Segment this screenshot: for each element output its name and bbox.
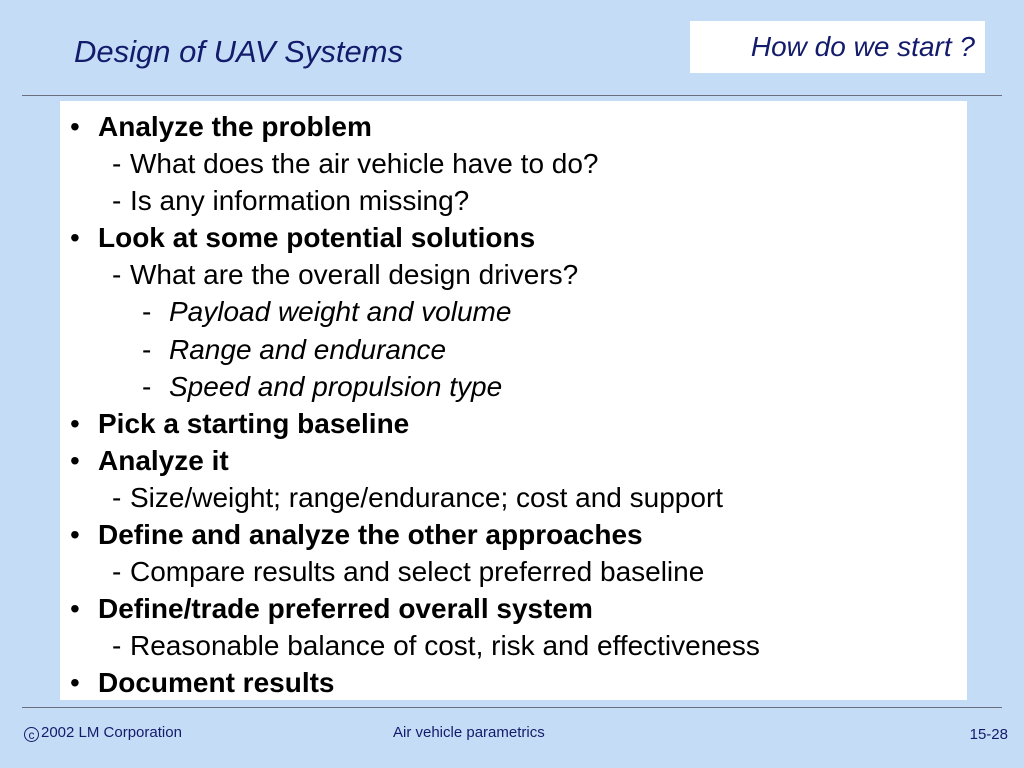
footer-divider — [22, 707, 1002, 708]
bullet-text: What are the overall design drivers? — [130, 259, 579, 291]
bullet-text: Define/trade preferred overall system — [98, 593, 593, 625]
bullet-text: Is any information missing? — [130, 185, 470, 217]
dash-marker: - — [112, 481, 122, 513]
bullet-text: Payload weight and volume — [169, 296, 512, 328]
dash-marker: - — [142, 296, 152, 328]
bullet-item: • Document results — [60, 664, 967, 701]
slide-subtitle: How do we start ? — [750, 31, 975, 62]
bullet-text: Pick a starting baseline — [98, 407, 410, 439]
content-panel: •Analyze the problem-What does the air v… — [60, 101, 967, 700]
dash-marker: - — [112, 259, 122, 291]
sub-bullet-item: -Size/weight; range/endurance; cost and … — [60, 479, 967, 516]
bullet-text: Document results — [98, 667, 335, 699]
sub-bullet-item: -What are the overall design drivers? — [60, 256, 967, 293]
bullet-text: Speed and propulsion type — [169, 370, 503, 402]
bullet-list: •Analyze the problem-What does the air v… — [60, 108, 967, 702]
bullet-text: Size/weight; range/endurance; cost and s… — [130, 481, 724, 513]
bullet-marker: • — [70, 444, 80, 476]
dash-marker: - — [142, 333, 152, 365]
bullet-item: • Define/trade preferred overall system — [60, 590, 967, 627]
bullet-text: Analyze the problem — [98, 111, 372, 142]
slide-subtitle-box: How do we start ? — [690, 21, 985, 73]
bullet-text: Look at some potential solutions — [98, 222, 536, 254]
sub-sub-bullet-item: -Speed and propulsion type — [60, 368, 967, 405]
dash-marker: - — [142, 370, 152, 402]
dash-marker: - — [112, 630, 122, 662]
bullet-item: • Define and analyze the other approaches — [60, 516, 967, 553]
bullet-text: Compare results and select preferred bas… — [130, 556, 705, 588]
bullet-text: What does the air vehicle have to do? — [130, 148, 599, 180]
sub-bullet-item: -Is any information missing? — [60, 182, 967, 219]
dash-marker: - — [112, 556, 122, 588]
bullet-item: • Analyze it — [60, 442, 967, 479]
bullet-marker: • — [70, 519, 80, 551]
sub-sub-bullet-item: -Range and endurance — [60, 331, 967, 368]
dash-marker: - — [112, 185, 122, 217]
bullet-marker: • — [70, 667, 80, 699]
bullet-item: • Pick a starting baseline — [60, 405, 967, 442]
bullet-marker: • — [70, 593, 80, 625]
bullet-item: • Analyze the problem — [60, 108, 967, 145]
page-number: 15-28 — [969, 726, 1008, 743]
footer-center-text: Air vehicle parametrics — [393, 724, 545, 741]
copyright-text: 2002 LM Corporation — [41, 724, 182, 741]
copyright-icon: c — [24, 727, 39, 742]
deck-title: Design of UAV Systems — [74, 34, 404, 69]
sub-sub-bullet-item: -Payload weight and volume — [60, 293, 967, 330]
bullet-marker: • — [70, 407, 80, 439]
sub-bullet-item: -Compare results and select preferred ba… — [60, 553, 967, 590]
bullet-text: Define and analyze the other approaches — [98, 519, 643, 551]
bullet-text: Reasonable balance of cost, risk and eff… — [130, 630, 760, 662]
sub-bullet-item: -What does the air vehicle have to do? — [60, 145, 967, 182]
header-divider — [22, 95, 1002, 96]
bullet-marker: • — [70, 222, 80, 254]
bullet-item: • Look at some potential solutions — [60, 219, 967, 256]
sub-bullet-item: -Reasonable balance of cost, risk and ef… — [60, 627, 967, 664]
bullet-marker: • — [70, 111, 80, 142]
dash-marker: - — [112, 148, 122, 180]
bullet-text: Analyze it — [98, 444, 229, 476]
bullet-text: Range and endurance — [169, 333, 447, 365]
